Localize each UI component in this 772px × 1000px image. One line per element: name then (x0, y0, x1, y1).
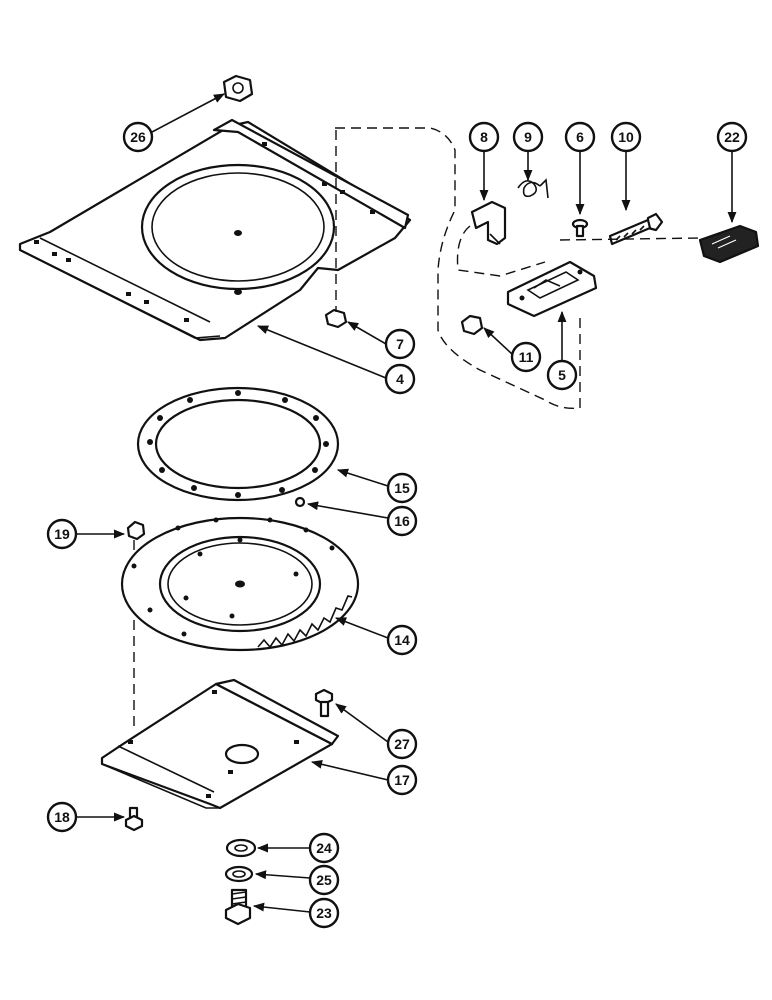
callout-label: 9 (524, 129, 532, 145)
callout-9: 9 (512, 121, 544, 153)
callout-label: 6 (576, 129, 584, 145)
callout-label: 16 (394, 513, 410, 529)
callout-19: 19 (46, 518, 78, 550)
callout-label: 17 (394, 772, 410, 788)
part-26-nut (222, 74, 254, 103)
callout-18: 18 (46, 801, 78, 833)
part-11-nut (460, 314, 484, 336)
part-7-nut (324, 308, 348, 329)
callout-24: 24 (308, 832, 340, 864)
callout-label: 5 (558, 367, 566, 383)
callout-8: 8 (468, 121, 500, 153)
callout-label: 22 (724, 129, 740, 145)
part-24-washer (225, 838, 257, 858)
callout-label: 10 (618, 129, 634, 145)
part-4-upper-plate (18, 118, 412, 342)
callout-26: 26 (122, 121, 154, 153)
part-9-spring (517, 178, 549, 199)
callout-label: 18 (54, 809, 70, 825)
callout-label: 26 (130, 129, 146, 145)
part-10-bolt (608, 212, 664, 246)
callout-23: 23 (308, 897, 340, 929)
callout-label: 4 (396, 371, 404, 387)
callout-25: 25 (308, 864, 340, 896)
callout-label: 14 (394, 632, 410, 648)
callout-label: 19 (54, 526, 70, 542)
callout-10: 10 (610, 121, 642, 153)
callout-22: 22 (716, 121, 748, 153)
callout-label: 25 (316, 872, 332, 888)
part-19-nut (126, 520, 146, 541)
callout-4: 4 (384, 363, 416, 395)
callout-label: 27 (394, 736, 410, 752)
callout-17: 17 (386, 764, 418, 796)
alignment-line-bolt (559, 237, 701, 241)
callout-11: 11 (510, 341, 542, 373)
part-22-handle-knob (698, 224, 760, 264)
callout-16: 16 (386, 505, 418, 537)
callout-15: 15 (386, 472, 418, 504)
callout-27: 27 (386, 728, 418, 760)
callout-label: 8 (480, 129, 488, 145)
part-5-latch-plate (506, 260, 598, 318)
alignment-line-lever (456, 225, 546, 277)
part-15-bearing-ring (136, 386, 340, 502)
callout-6: 6 (564, 121, 596, 153)
part-14-swivel-ring (120, 516, 360, 652)
callout-5: 5 (546, 359, 578, 391)
latch-group-outline (335, 127, 581, 410)
callout-label: 24 (316, 840, 332, 856)
leader-lines (76, 93, 737, 913)
part-8-latch-lever (470, 200, 507, 246)
callout-14: 14 (386, 624, 418, 656)
part-25-lock-washer (224, 865, 254, 883)
callout-7: 7 (384, 328, 416, 360)
callout-label: 23 (316, 905, 332, 921)
callout-label: 7 (396, 336, 404, 352)
part-18-bolt (124, 806, 144, 832)
callout-label: 11 (519, 349, 534, 365)
part-23-pivot-bolt (224, 888, 252, 926)
part-17-base-plate (100, 678, 340, 810)
part-6-screw (571, 218, 589, 238)
part-27-bolt (314, 688, 334, 718)
part-16-ball (294, 496, 306, 508)
callout-label: 15 (394, 480, 410, 496)
